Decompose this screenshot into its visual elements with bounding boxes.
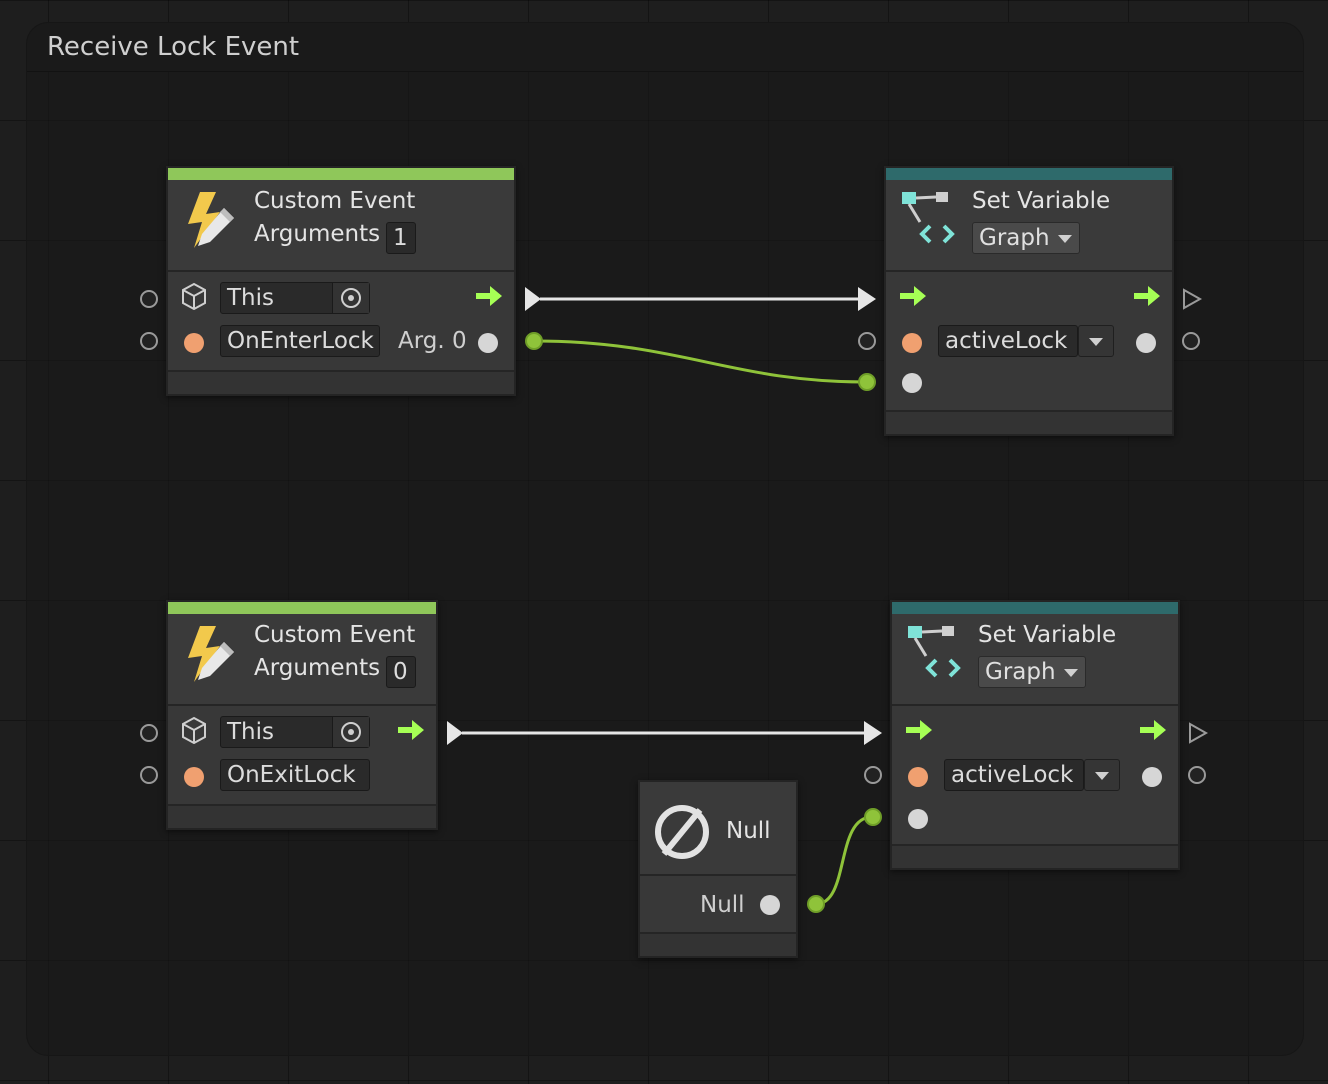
event-name-field[interactable]: OnExitLock	[220, 759, 370, 791]
scope-value: Graph	[979, 225, 1050, 251]
node-footer	[168, 370, 514, 394]
node-footer	[892, 844, 1178, 868]
node-title: Custom Event	[254, 622, 416, 648]
flow-output-arrow-icon[interactable]	[474, 284, 504, 308]
node-header-bar	[886, 168, 1172, 180]
node-title: Null	[726, 818, 771, 844]
node-header[interactable]: Custom Event Arguments 0	[168, 602, 436, 706]
name-input-port[interactable]	[140, 332, 158, 350]
flow-output-arrow-icon[interactable]	[1138, 718, 1168, 742]
value-output-dot[interactable]	[1136, 333, 1156, 353]
custom-event-icon	[188, 626, 234, 682]
node-header[interactable]: Set Variable Graph	[886, 168, 1172, 272]
set-variable-node-bottom[interactable]: Set Variable Graph activeLock	[890, 600, 1180, 870]
node-title: Set Variable	[978, 622, 1117, 648]
flow-input-arrow-icon[interactable]	[904, 718, 934, 742]
object-picker-icon[interactable]	[332, 283, 369, 313]
node-footer	[640, 932, 796, 956]
set-variable-icon	[902, 192, 955, 244]
value-output-dot[interactable]	[1142, 767, 1162, 787]
node-header[interactable]: Null	[640, 782, 796, 876]
null-node[interactable]: Null Null	[638, 780, 798, 958]
flow-output-arrow-icon[interactable]	[1132, 284, 1162, 308]
chevron-down-icon	[1063, 668, 1078, 677]
object-picker-icon[interactable]	[332, 717, 369, 747]
null-icon	[655, 805, 709, 859]
node-header-bar	[892, 602, 1178, 614]
name-input-port[interactable]	[140, 766, 158, 784]
string-input-port[interactable]	[184, 333, 204, 353]
value-input-dot[interactable]	[908, 809, 928, 829]
arg0-output-port[interactable]	[525, 332, 543, 350]
target-input-port[interactable]	[140, 724, 158, 742]
scope-dropdown[interactable]: Graph	[978, 656, 1086, 688]
node-title: Custom Event	[254, 188, 416, 214]
arg0-output-dot[interactable]	[478, 333, 498, 353]
value-input-port[interactable]	[864, 808, 882, 826]
variable-name-field[interactable]: activeLock	[944, 759, 1084, 791]
node-footer	[168, 804, 436, 828]
value-input-dot[interactable]	[902, 373, 922, 393]
node-header-bar	[168, 168, 514, 180]
custom-event-icon	[188, 192, 234, 248]
value-output-port[interactable]	[1182, 332, 1200, 350]
node-title: Set Variable	[972, 188, 1111, 214]
custom-event-node-enter[interactable]: Custom Event Arguments 1 This OnEnterLoc…	[166, 166, 516, 396]
arguments-label: Arguments	[254, 221, 381, 247]
set-variable-node-top[interactable]: Set Variable Graph activeLock	[884, 166, 1174, 436]
output-label: Null	[700, 892, 745, 918]
null-output-dot[interactable]	[760, 895, 780, 915]
value-output-port[interactable]	[1188, 766, 1206, 784]
output-label: Arg. 0	[398, 328, 467, 354]
flow-output-port-icon[interactable]	[1186, 721, 1210, 745]
arguments-count-field[interactable]: 0	[386, 656, 416, 688]
cube-icon	[182, 282, 206, 310]
variable-name-field[interactable]: activeLock	[938, 325, 1078, 357]
custom-event-node-exit[interactable]: Custom Event Arguments 0 This OnExitLock	[166, 600, 438, 830]
value-input-port[interactable]	[858, 373, 876, 391]
group-title-bar[interactable]: Receive Lock Event	[27, 23, 1303, 72]
variable-name-input-port[interactable]	[858, 332, 876, 350]
cube-icon	[182, 716, 206, 744]
variable-name-input-dot[interactable]	[908, 767, 928, 787]
variable-name-input-dot[interactable]	[902, 333, 922, 353]
flow-input-arrow-icon[interactable]	[898, 284, 928, 308]
event-name-field[interactable]: OnEnterLock	[220, 325, 380, 357]
flow-output-arrow-icon[interactable]	[396, 718, 426, 742]
variable-dropdown-button[interactable]	[1084, 759, 1120, 791]
flow-output-port-icon[interactable]	[1180, 287, 1204, 311]
null-output-port[interactable]	[807, 895, 825, 913]
scope-dropdown[interactable]: Graph	[972, 222, 1080, 254]
variable-dropdown-button[interactable]	[1078, 325, 1114, 357]
arguments-count-field[interactable]: 1	[386, 222, 416, 254]
string-input-port[interactable]	[184, 767, 204, 787]
variable-name-input-port[interactable]	[864, 766, 882, 784]
set-variable-icon	[908, 626, 961, 678]
chevron-down-icon	[1057, 234, 1072, 243]
group-title[interactable]: Receive Lock Event	[47, 32, 300, 62]
target-input-port[interactable]	[140, 290, 158, 308]
node-header[interactable]: Custom Event Arguments 1	[168, 168, 514, 272]
node-header-bar	[168, 602, 436, 614]
scope-value: Graph	[985, 659, 1056, 685]
node-footer	[886, 410, 1172, 434]
arguments-label: Arguments	[254, 655, 381, 681]
node-header[interactable]: Set Variable Graph	[892, 602, 1178, 706]
